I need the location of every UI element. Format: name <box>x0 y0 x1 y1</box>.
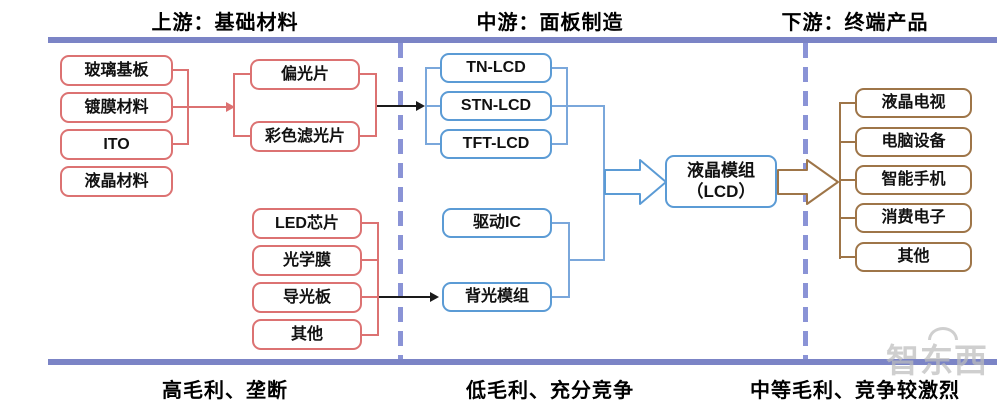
connector-line <box>839 179 855 181</box>
box-coating-materials: 镀膜材料 <box>60 92 173 123</box>
connector-line <box>360 135 377 137</box>
arrowhead-black <box>430 292 439 302</box>
connector-line <box>377 222 379 336</box>
box-other-upstream: 其他 <box>252 319 362 350</box>
header-midstream: 中游：面板制造 <box>476 12 624 34</box>
box-optical-film: 光学膜 <box>252 245 362 276</box>
box-stn-lcd: STN-LCD <box>440 91 552 121</box>
connector-line <box>233 135 250 137</box>
box-smartphone: 智能手机 <box>855 165 972 195</box>
header-downstream: 下游：终端产品 <box>781 12 929 34</box>
connector-line <box>425 143 440 145</box>
lcd-module-line2: （LCD） <box>686 181 756 201</box>
connector-line <box>552 105 605 107</box>
connector-line <box>377 105 416 107</box>
connector-line <box>425 67 440 69</box>
box-glass-substrate: 玻璃基板 <box>60 55 173 86</box>
footer-upstream: 高毛利、垄断 <box>162 380 288 402</box>
box-color-filter: 彩色滤光片 <box>250 121 360 152</box>
box-lcd-materials: 液晶材料 <box>60 166 173 197</box>
arrowhead-red <box>226 102 235 112</box>
arrowhead-black <box>416 101 425 111</box>
box-lcd-module: 液晶模组 （LCD） <box>665 155 777 208</box>
footer-midstream: 低毛利、充分竞争 <box>466 380 634 402</box>
box-backlight-module: 背光模组 <box>442 282 552 312</box>
column-divider-dashed-1 <box>398 43 403 359</box>
box-ito: ITO <box>60 129 173 160</box>
connector-line <box>173 106 226 108</box>
connector-line <box>362 222 379 224</box>
connector-line <box>375 73 377 137</box>
block-arrow-blue <box>604 159 667 205</box>
connector-line <box>839 256 855 258</box>
box-light-guide-plate: 导光板 <box>252 282 362 313</box>
column-divider-dashed-2 <box>803 43 808 359</box>
connector-line <box>552 67 568 69</box>
box-tn-lcd: TN-LCD <box>440 53 552 83</box>
bottom-divider-bar <box>48 359 997 365</box>
connector-line <box>839 102 855 104</box>
connector-line <box>362 259 379 261</box>
connector-line <box>839 217 855 219</box>
watermark-zhidx: 智东西 <box>886 327 988 382</box>
connector-line <box>552 296 570 298</box>
box-lcd-tv: 液晶电视 <box>855 88 972 118</box>
connector-line <box>362 296 379 298</box>
connector-line <box>173 143 189 145</box>
connector-line <box>839 141 855 143</box>
connector-line <box>173 69 189 71</box>
connector-line <box>379 296 430 298</box>
box-other-downstream: 其他 <box>855 242 972 272</box>
box-led-chip: LED芯片 <box>252 208 362 239</box>
top-divider-bar <box>48 37 997 43</box>
box-driver-ic: 驱动IC <box>442 208 552 238</box>
lcd-module-line1: 液晶模组 <box>687 161 755 181</box>
box-computer-equipment: 电脑设备 <box>855 127 972 157</box>
connector-line <box>233 73 235 137</box>
header-upstream: 上游：基础材料 <box>151 12 299 34</box>
connector-line <box>362 334 379 336</box>
block-arrow-brown <box>777 159 839 205</box>
connector-line <box>233 73 250 75</box>
connector-line <box>552 143 568 145</box>
connector-line <box>425 105 440 107</box>
footer-downstream: 中等毛利、竞争较激烈 <box>750 380 960 402</box>
box-tft-lcd: TFT-LCD <box>440 129 552 159</box>
box-consumer-electronics: 消费电子 <box>855 203 972 233</box>
connector-line <box>552 222 570 224</box>
box-polarizer: 偏光片 <box>250 59 360 90</box>
connector-line <box>360 73 377 75</box>
connector-line <box>568 259 605 261</box>
